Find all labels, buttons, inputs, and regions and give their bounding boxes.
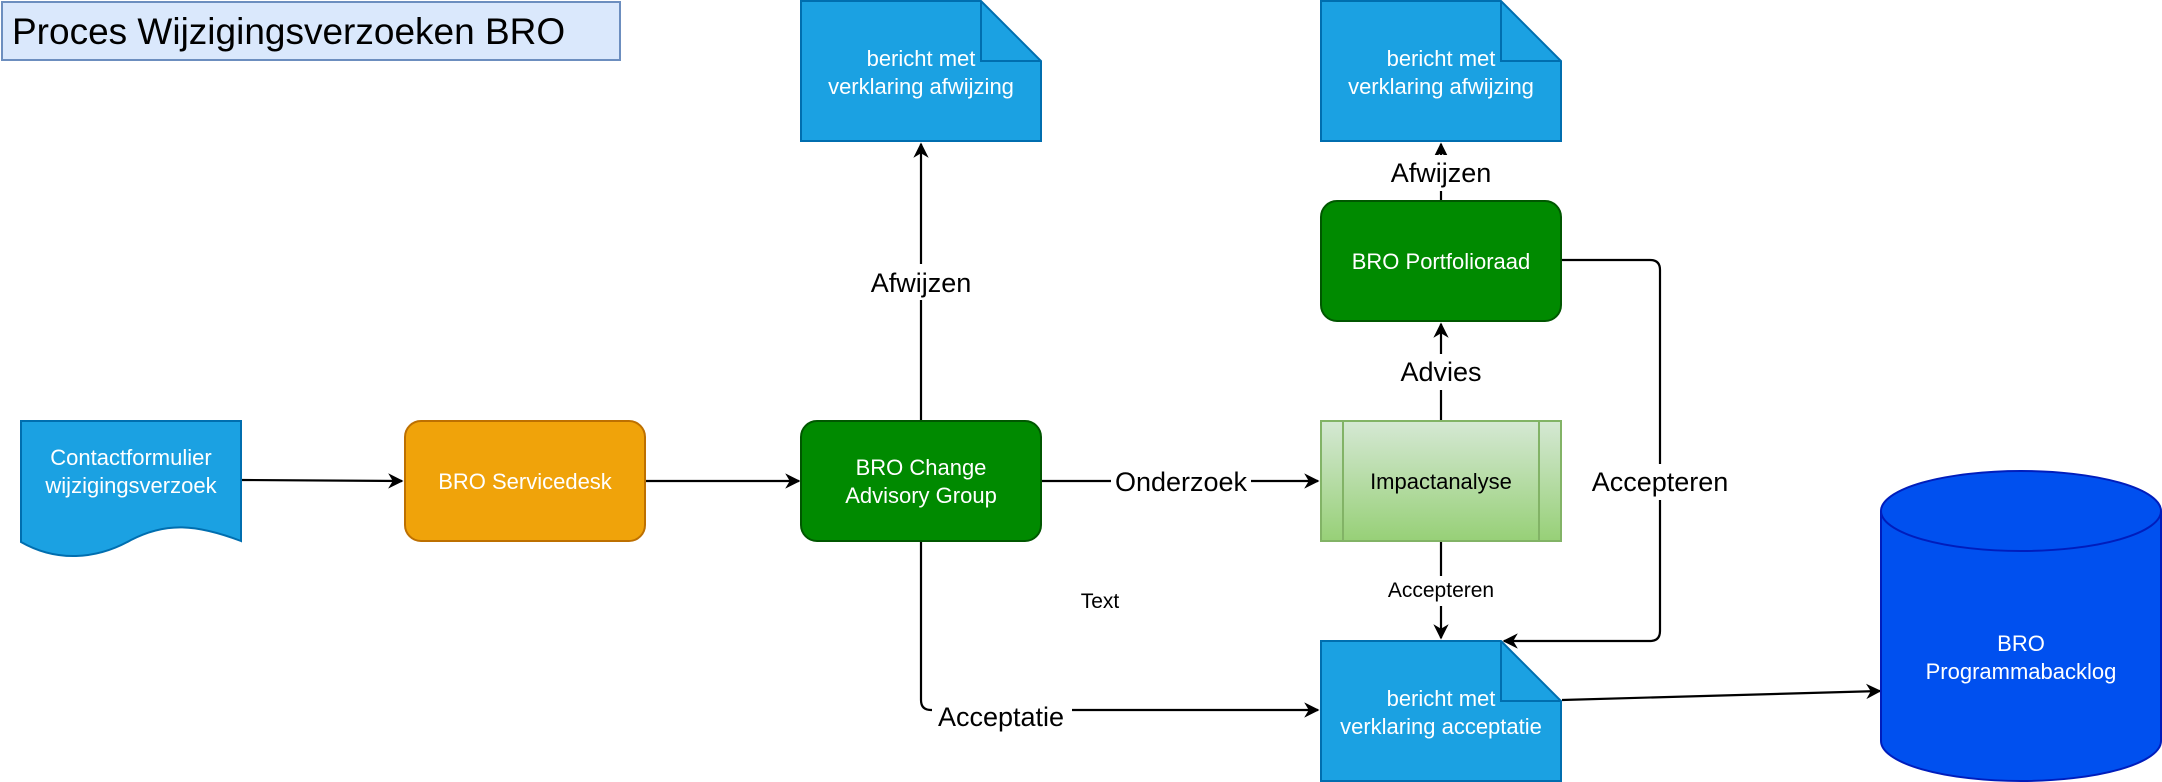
label-accepteren-portfolio: Accepteren bbox=[1588, 464, 1732, 500]
label-onderzoek: Onderzoek bbox=[1111, 464, 1251, 500]
svg-text:Impactanalyse: Impactanalyse bbox=[1370, 469, 1512, 494]
label-advies: Advies bbox=[1396, 354, 1486, 390]
edge-contactformulier-servicedesk[interactable] bbox=[240, 473, 404, 489]
label-afwijzen-portfolio: Afwijzen bbox=[1386, 155, 1496, 191]
text-note: Text bbox=[1081, 590, 1120, 613]
svg-text:Advisory Group: Advisory Group bbox=[845, 483, 997, 508]
svg-text:Advies: Advies bbox=[1400, 357, 1481, 387]
diagram-title: Proces Wijzigingsverzoeken BRO bbox=[1, 1, 621, 61]
svg-text:BRO Servicedesk: BRO Servicedesk bbox=[438, 469, 613, 494]
label-accepteren-impact: Accepteren bbox=[1381, 576, 1501, 606]
svg-text:Programmabacklog: Programmabacklog bbox=[1926, 659, 2117, 684]
svg-text:Afwijzen: Afwijzen bbox=[1391, 158, 1492, 188]
svg-text:Onderzoek: Onderzoek bbox=[1115, 467, 1248, 497]
node-afwijzing-portfolio[interactable]: bericht met verklaring afwijzing bbox=[1320, 0, 1562, 142]
svg-text:Accepteren: Accepteren bbox=[1592, 467, 1729, 497]
node-acceptatie-doc[interactable]: bericht met verklaring acceptatie bbox=[1320, 640, 1562, 782]
svg-text:BRO Portfolioraad: BRO Portfolioraad bbox=[1352, 249, 1531, 274]
node-change-advisory-group[interactable]: BRO Change Advisory Group bbox=[800, 420, 1042, 542]
label-afwijzen-cag: Afwijzen bbox=[866, 264, 976, 300]
node-impactanalyse[interactable]: Impactanalyse bbox=[1320, 420, 1562, 542]
svg-text:wijzigingsverzoek: wijzigingsverzoek bbox=[44, 473, 217, 498]
diagram-title-text: Proces Wijzigingsverzoeken BRO bbox=[12, 11, 565, 52]
svg-text:Acceptatie: Acceptatie bbox=[938, 702, 1064, 732]
svg-text:bericht met: bericht met bbox=[1387, 46, 1496, 71]
node-programmabacklog[interactable]: BRO Programmabacklog bbox=[1880, 470, 2162, 782]
node-servicedesk[interactable]: BRO Servicedesk bbox=[404, 420, 646, 542]
svg-text:verklaring acceptatie: verklaring acceptatie bbox=[1340, 714, 1542, 739]
svg-text:BRO Change: BRO Change bbox=[856, 455, 987, 480]
svg-text:BRO: BRO bbox=[1997, 631, 2045, 656]
svg-text:Accepteren: Accepteren bbox=[1388, 579, 1494, 602]
svg-text:verklaring afwijzing: verklaring afwijzing bbox=[1348, 74, 1534, 99]
svg-text:bericht met: bericht met bbox=[867, 46, 976, 71]
label-acceptatie: Acceptatie bbox=[932, 698, 1072, 734]
edge-cag-acceptatie[interactable] bbox=[919, 541, 1320, 718]
node-afwijzing-cag[interactable]: bericht met verklaring afwijzing bbox=[800, 0, 1042, 142]
edge-portfolioraad-acceptatie[interactable] bbox=[1502, 258, 1662, 649]
edge-acceptatie-backlog[interactable] bbox=[1561, 683, 1882, 702]
node-contactformulier[interactable]: Contactformulier wijzigingsverzoek bbox=[20, 420, 242, 558]
svg-text:bericht met: bericht met bbox=[1387, 686, 1496, 711]
node-portfolioraad[interactable]: BRO Portfolioraad bbox=[1320, 200, 1562, 322]
svg-text:Contactformulier: Contactformulier bbox=[50, 445, 211, 470]
svg-text:verklaring afwijzing: verklaring afwijzing bbox=[828, 74, 1014, 99]
svg-text:Afwijzen: Afwijzen bbox=[871, 268, 972, 298]
